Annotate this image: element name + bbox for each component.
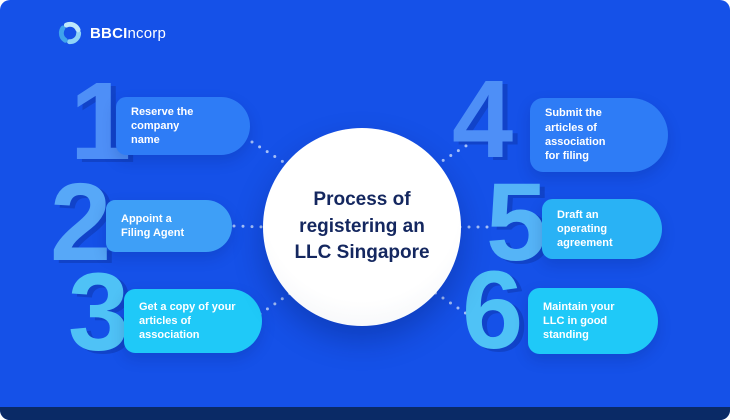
step-6-number: 6 bbox=[462, 249, 524, 372]
brand-name-bold: BBCI bbox=[90, 24, 128, 42]
brand-name: BBCIncorp bbox=[90, 25, 166, 42]
step-1-pill: Reserve the company name bbox=[116, 97, 250, 155]
step-3-label: Get a copy of your articles of associati… bbox=[139, 300, 236, 342]
center-title-line3: LLC Singapore bbox=[294, 242, 430, 264]
brand-logo: BBCIncorp bbox=[57, 20, 166, 46]
step-5-label: Draft an operating agreement bbox=[557, 208, 613, 250]
step-4-pill: Submit the articles of association for f… bbox=[530, 98, 668, 172]
step-5-pill: Draft an operating agreement bbox=[542, 199, 662, 259]
bottom-accent-bar bbox=[0, 407, 730, 420]
step-2-pill: Appoint a Filing Agent bbox=[106, 200, 232, 252]
center-title-line1: Process of bbox=[313, 189, 411, 211]
step-5-number: 5 bbox=[486, 161, 548, 284]
step-3-pill: Get a copy of your articles of associati… bbox=[124, 289, 262, 353]
step-2-number: 2 bbox=[50, 161, 112, 284]
step-3-number: 3 bbox=[68, 251, 130, 374]
step-2-label: Appoint a Filing Agent bbox=[121, 212, 185, 239]
step-1-label: Reserve the company name bbox=[131, 105, 194, 147]
center-title-line2: registering an bbox=[299, 215, 425, 237]
center-title: Process of registering an LLC Singapore bbox=[294, 187, 429, 267]
step-4-label: Submit the articles of association for f… bbox=[545, 107, 606, 163]
swirl-circle-icon bbox=[58, 21, 82, 45]
step-6-label: Maintain your LLC in good standing bbox=[543, 300, 615, 342]
step-4-number: 4 bbox=[452, 58, 514, 181]
center-circle: Process of registering an LLC Singapore bbox=[263, 128, 461, 326]
brand-name-light: ncorp bbox=[127, 24, 166, 42]
step-6-pill: Maintain your LLC in good standing bbox=[528, 288, 658, 354]
